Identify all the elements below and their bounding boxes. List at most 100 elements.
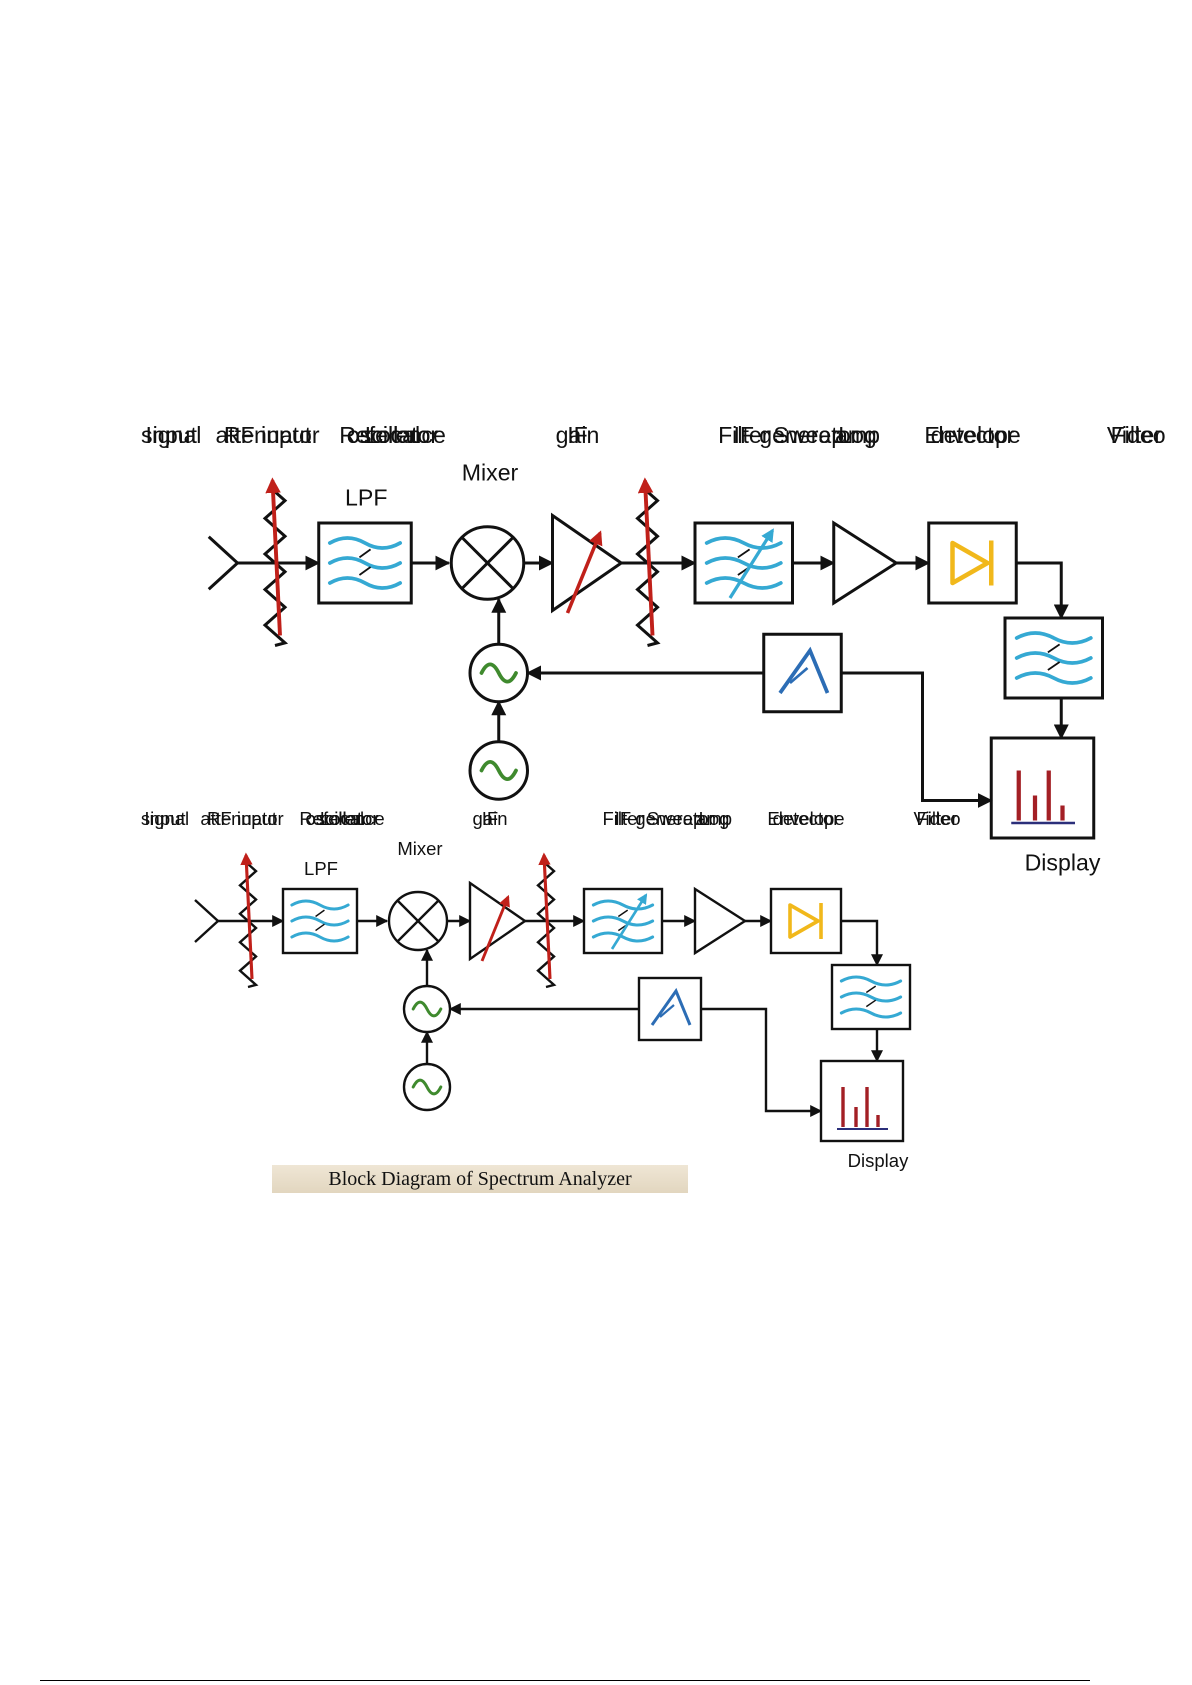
lpf-label: LPF — [304, 858, 338, 879]
rf-input-attenuator-icon — [238, 852, 259, 989]
reference_oscillator-line-1: Reference — [339, 422, 446, 448]
sine-wave — [411, 1078, 443, 1096]
if-gain-variable-arrow — [480, 894, 510, 962]
filter-tick-2 — [315, 923, 325, 932]
display-label: Display — [1025, 850, 1101, 876]
filter-tick-1 — [737, 548, 751, 559]
filter-tick-1 — [358, 548, 372, 559]
envelope_detector-line-2: detector — [931, 422, 1015, 448]
lpf-label: LPF — [345, 485, 387, 511]
sweep_generator-line-2: generator — [635, 808, 714, 829]
amplifier-triangle-icon — [693, 886, 748, 956]
spectrum-bars-icon — [819, 1059, 905, 1143]
page-footer-rule — [40, 1680, 1090, 1681]
attenuator-variable-arrow — [265, 477, 282, 636]
signal-line-sweep-display — [701, 1007, 823, 1117]
display-box — [819, 1059, 905, 1143]
log_amp-line-1: Log — [699, 808, 730, 829]
if_filter-line-2: Filter — [602, 808, 643, 829]
filter-wave — [591, 899, 655, 911]
mixer-cross-icon — [449, 525, 526, 601]
attenuator-variable-arrow — [538, 852, 552, 980]
filter-wave — [704, 556, 783, 570]
rf_input_attenuator-line-1: RF input — [207, 808, 277, 829]
signal-line-detector-videofilter — [841, 919, 883, 967]
input-antenna-symbol — [207, 535, 240, 591]
filter-wave — [839, 1007, 903, 1019]
if_filter-line-1: IF — [615, 808, 631, 829]
filter-wave — [290, 931, 350, 943]
if-gain-variable-arrow — [565, 530, 603, 614]
reference_oscillator-line-2: oscillator — [347, 422, 438, 448]
spectrum-bars-icon — [989, 736, 1096, 840]
mixer-cross-icon — [387, 890, 449, 952]
video_filter-line-1: Video — [1107, 422, 1166, 448]
sawtooth-icon — [762, 632, 843, 714]
filter-wave — [327, 536, 403, 550]
filter-tick-1 — [865, 985, 877, 994]
reference_oscillator-line-1: Reference — [299, 808, 384, 829]
if-filter-tuning-arrow — [728, 528, 774, 599]
attenuator-zigzag — [262, 490, 289, 647]
if-attenuator-icon — [635, 477, 661, 647]
signal-line-sweep-display — [841, 671, 993, 808]
detector-box — [769, 887, 843, 955]
if_filter-line-1: IF — [733, 422, 754, 448]
filter-wave — [591, 931, 655, 943]
diode-triangle — [950, 540, 990, 586]
if_gain-line-1: IF — [482, 808, 498, 829]
attenuator-zigzag — [635, 490, 661, 647]
sweep_generator-line-2: generator — [759, 422, 858, 448]
local_oscillator-line-1: Local — [365, 422, 420, 448]
video_filter-line-2: Filter — [916, 808, 957, 829]
video_filter-line-2: Filter — [1111, 422, 1163, 448]
filter-tick-1 — [617, 909, 629, 918]
sweep-ramp — [778, 646, 830, 695]
amplifier-triangle-icon — [832, 520, 900, 606]
sine-wave — [479, 760, 518, 781]
variable-amplifier-icon — [551, 512, 624, 614]
sweep-ramp-inner — [659, 1004, 675, 1018]
diode-triangle — [788, 903, 820, 939]
input_signal-line-1: Input — [144, 808, 185, 829]
mixer-cross-b — [397, 900, 439, 942]
display-box — [989, 736, 1096, 840]
filter-wave — [1014, 631, 1093, 645]
attenuator-zigzag — [238, 863, 259, 989]
filter-wave — [1014, 671, 1093, 685]
rf_input_attenuator-line-1: RF input — [224, 422, 312, 448]
if-attenuator-icon — [536, 852, 557, 989]
sine-wave — [411, 1000, 443, 1018]
diode-icon — [927, 521, 1018, 605]
attenuator-variable-arrow — [637, 477, 655, 636]
filter-tick-2 — [865, 999, 877, 1008]
input_signal-line-2: signal — [141, 808, 189, 829]
if-filter-tuning-arrow — [610, 893, 648, 950]
signal-line-detector-videofilter — [1016, 561, 1069, 620]
filter-wave — [839, 975, 903, 987]
if_filter-line-2: Filter — [718, 422, 770, 448]
attenuator-zigzag — [536, 863, 557, 989]
input-antenna-symbol — [194, 899, 220, 943]
filter-wave — [290, 915, 350, 927]
attenuator-variable-arrow — [240, 852, 254, 980]
envelope_detector-line-1: Envelope — [767, 808, 844, 829]
mixer-cross-b — [461, 536, 514, 590]
reference_oscillator-line-2: oscillator — [306, 808, 379, 829]
filter-tick-2 — [358, 566, 372, 576]
filter-wave — [704, 536, 783, 550]
log_amp-line-1: Log — [838, 422, 877, 448]
sine-wave — [479, 662, 518, 684]
sweep_generator-line-1: Sweep — [647, 808, 704, 829]
filter-wave — [591, 915, 655, 927]
filter-wave — [839, 991, 903, 1003]
filter-tick-2 — [1047, 661, 1061, 671]
diagram-caption: Block Diagram of Spectrum Analyzer — [272, 1165, 688, 1193]
video_filter-line-1: Video — [914, 808, 961, 829]
local_oscillator-line-2: oscillator — [347, 422, 438, 448]
filter-tick-1 — [315, 909, 325, 918]
sweep_generator-line-1: Sweep — [773, 422, 844, 448]
